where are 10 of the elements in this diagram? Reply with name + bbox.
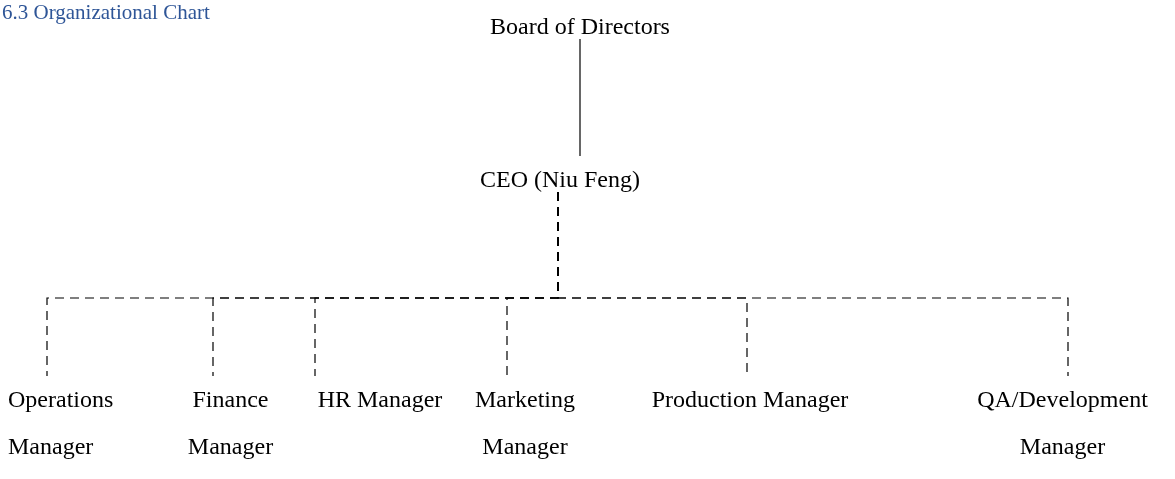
position-label: Operations Manager (8, 376, 158, 470)
position-label: Finance Manager (168, 376, 293, 470)
position-label: Board of Directors (440, 3, 720, 39)
position-label: HR Manager (310, 376, 450, 470)
connector-line (579, 38, 581, 157)
position-label: CEO (Niu Feng) (440, 156, 680, 192)
position-label: QA/Development Manager (955, 376, 1170, 470)
chart-title: 6.3 Organizational Chart (2, 0, 210, 25)
position-label: Marketing Manager (455, 376, 595, 470)
position-label: Production Manager (650, 376, 850, 470)
